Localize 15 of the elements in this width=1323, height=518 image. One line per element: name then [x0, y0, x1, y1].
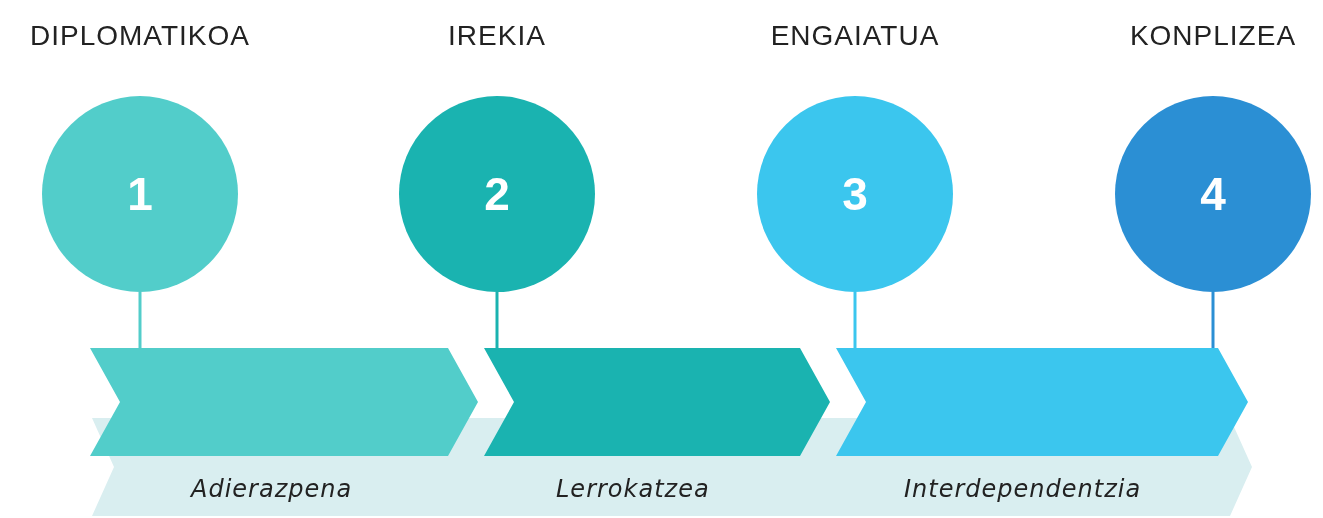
- step-number: 3: [842, 167, 868, 221]
- stage-heading: ENGAIATUA: [769, 20, 941, 52]
- stage-label: Lerrokatzea: [556, 475, 710, 503]
- step-number: 1: [127, 167, 153, 221]
- connector-line: [1211, 292, 1215, 348]
- connector-line: [495, 292, 499, 348]
- stage-heading: KONPLIZEA: [1128, 20, 1298, 52]
- stage-label: Interdependentzia: [904, 475, 1142, 503]
- step-number: 2: [484, 167, 510, 221]
- step-number: 4: [1200, 167, 1226, 221]
- connector-line: [853, 292, 857, 348]
- stage-heading: DIPLOMATIKOA: [30, 20, 250, 52]
- stage-heading: IREKIA: [447, 20, 547, 52]
- stage-label: Adierazpena: [191, 475, 353, 503]
- connector-line: [138, 292, 142, 348]
